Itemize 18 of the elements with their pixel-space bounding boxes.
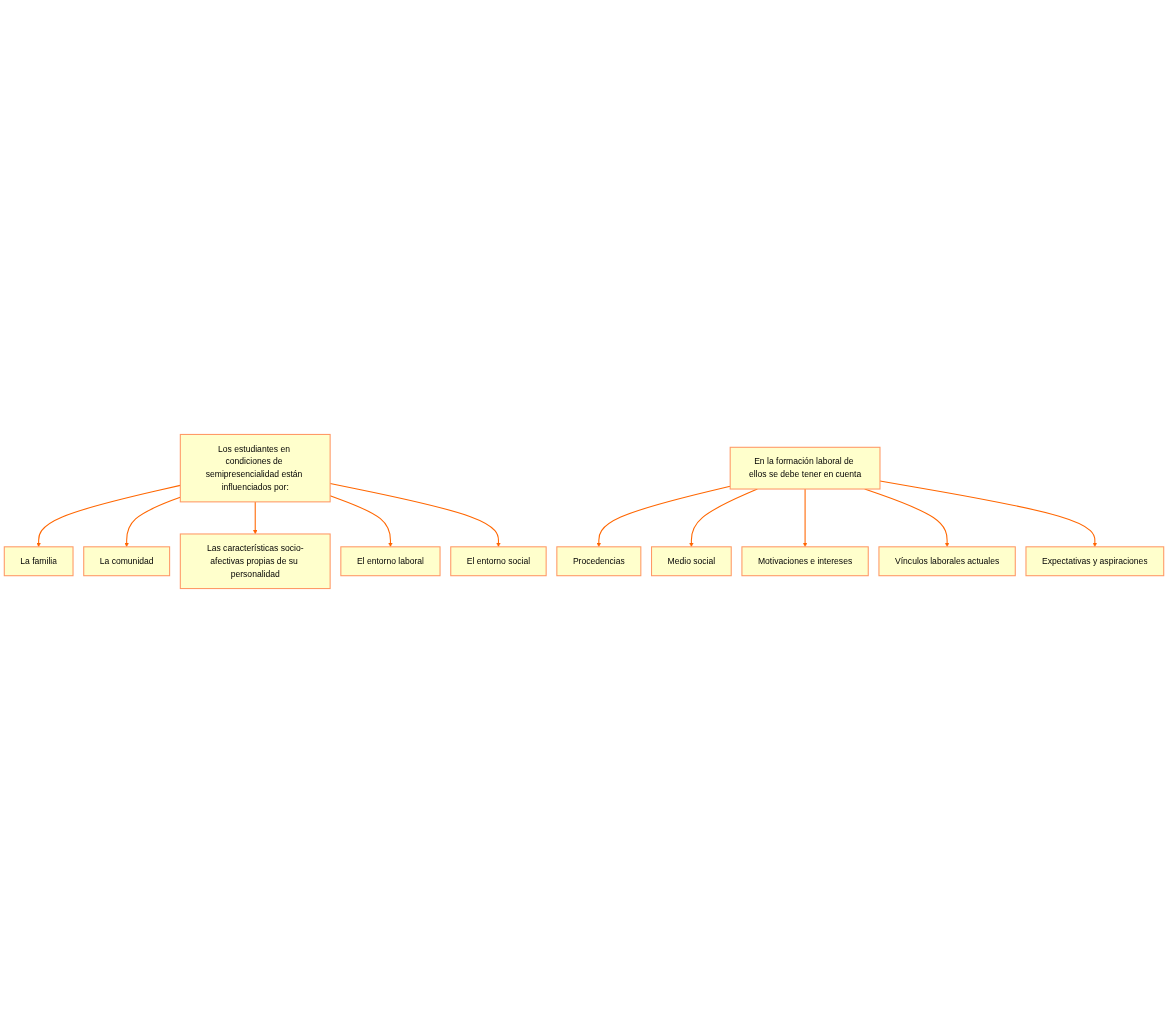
node-box: Las características socio-afectivas propias de su personalidad	[179, 533, 331, 590]
node-box: Medio social	[651, 546, 732, 577]
node-box: Motivaciones e intereses	[741, 546, 869, 577]
arrow	[802, 488, 808, 548]
node-box: La familia	[3, 546, 74, 577]
node-box: Los estudiantes en condiciones de semipresencialidad están influenciados por:	[179, 433, 331, 503]
node-box: Vínculos laborales actuales	[878, 546, 1016, 577]
node-box: En la formación laboral de ellos se debe tener en cuenta	[729, 446, 881, 490]
arrow	[879, 480, 1098, 548]
arrow	[596, 485, 731, 548]
node-box: Expectativas y aspiraciones	[1025, 546, 1165, 577]
node-box: El entorno social	[450, 546, 547, 577]
node-box: El entorno laboral	[340, 546, 441, 577]
node-box: Procedencias	[556, 546, 642, 577]
node-box: La comunidad	[83, 546, 171, 577]
arrow	[124, 496, 181, 548]
arrow	[252, 501, 258, 535]
arrow	[36, 484, 181, 548]
